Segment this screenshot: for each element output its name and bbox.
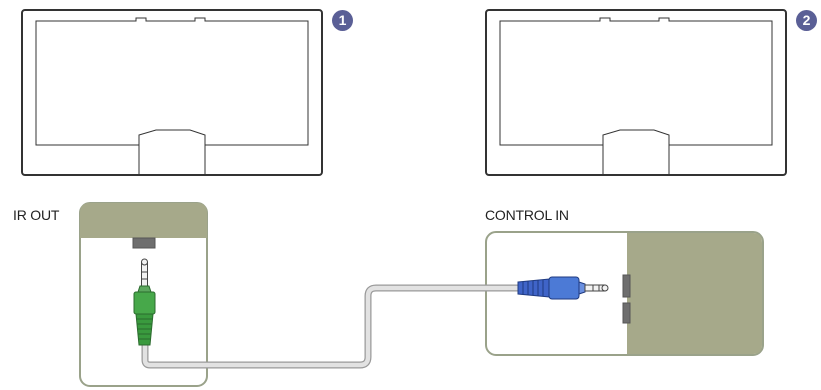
green-plug-pin-tip bbox=[141, 258, 148, 266]
blue-plug-body bbox=[548, 276, 580, 300]
stereo-cable bbox=[141, 284, 519, 369]
display-1-stand-mount bbox=[138, 145, 206, 175]
step-badge-1: 1 bbox=[332, 10, 353, 31]
display-2-stand-mount bbox=[602, 145, 670, 175]
step-badge-2: 2 bbox=[796, 10, 817, 31]
green-plug-body bbox=[133, 291, 156, 315]
green-jack-plug bbox=[133, 258, 156, 346]
display-2-inner-outline bbox=[499, 17, 773, 146]
control-in-port-upper bbox=[622, 274, 631, 298]
display-2-frame bbox=[485, 9, 787, 176]
blue-plug-collar bbox=[578, 281, 586, 295]
control-in-panel-side bbox=[627, 233, 762, 354]
control-in-label: CONTROL IN bbox=[485, 207, 569, 223]
control-in-port-lower bbox=[622, 302, 631, 324]
cable-core bbox=[142, 285, 519, 368]
ir-out-port bbox=[132, 237, 156, 249]
control-in-panel bbox=[485, 231, 764, 356]
blue-jack-plug bbox=[517, 276, 609, 300]
display-1-back-view bbox=[21, 9, 323, 176]
blue-plug-pin-tip bbox=[601, 284, 609, 292]
green-plug-pin bbox=[141, 261, 148, 287]
display-1-frame bbox=[21, 9, 323, 176]
display-2-back-view bbox=[485, 9, 787, 176]
ir-out-panel-top bbox=[80, 203, 207, 238]
green-plug-collar bbox=[137, 285, 152, 293]
display-1-inner-outline bbox=[35, 17, 309, 146]
ir-out-label: IR OUT bbox=[13, 207, 60, 223]
